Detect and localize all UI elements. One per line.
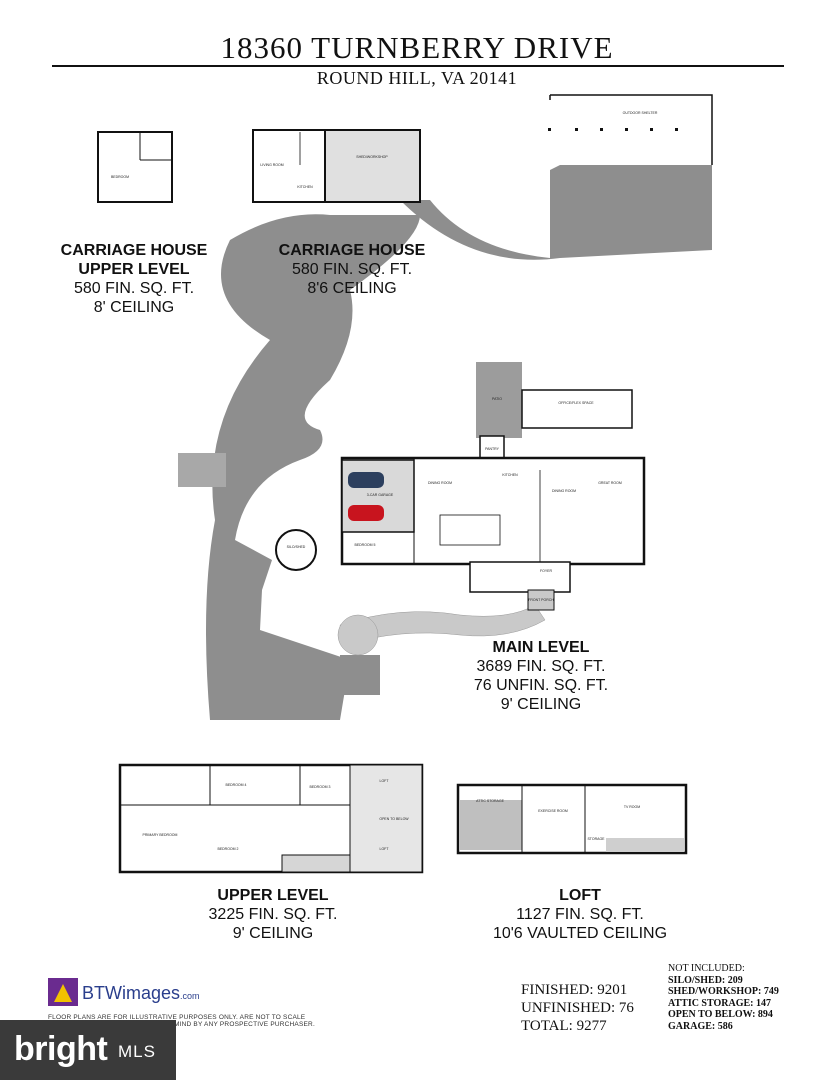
room-label: 3-CAR GARAGE <box>367 493 394 497</box>
room-label: DINING ROOM <box>428 481 452 485</box>
bright-mls-watermark: bright MLS <box>0 1020 176 1080</box>
room-label: BEDROOM 4 <box>225 783 246 787</box>
btw-logo[interactable]: BTWimages.com <box>82 983 200 1003</box>
room-label: OPEN TO BELOW <box>379 817 409 821</box>
room-label: FRONT PORCH <box>528 598 554 602</box>
pad-rectangle <box>178 453 226 487</box>
room-label: LIVING ROOM <box>260 163 283 167</box>
room-label: BEDROOM 2 <box>217 847 238 851</box>
disclaimer: FLOOR PLANS ARE FOR ILLUSTRATIVE PURPOSE… <box>48 1014 315 1028</box>
stone-walkway <box>339 604 546 646</box>
room-label: GREAT ROOM <box>598 481 622 485</box>
room-label: KITCHEN <box>502 473 518 477</box>
upper-level-label: UPPER LEVEL 3225 FIN. SQ. FT. 9' CEILING <box>208 887 338 942</box>
attic-storage-area <box>460 800 522 850</box>
room-label: DINING ROOM <box>552 489 576 493</box>
carriage-main-label: CARRIAGE HOUSE 580 FIN. SQ. FT. 8'6 CEIL… <box>278 242 426 297</box>
patio-plan <box>476 362 522 438</box>
room-label: FOYER <box>540 569 553 573</box>
carriage-upper-plan <box>97 131 173 203</box>
room-label: TV ROOM <box>624 805 640 809</box>
shed-workshop-plan <box>324 129 421 203</box>
car-blue <box>348 472 384 488</box>
room-label: PATIO <box>492 397 502 401</box>
room-label: PANTRY <box>485 447 500 451</box>
main-level-label: MAIN LEVEL 3689 FIN. SQ. FT. 76 UNFIN. S… <box>473 639 609 713</box>
room-label: ATTIC STORAGE <box>476 799 505 803</box>
office-plan <box>521 389 633 429</box>
outdoor-shelter-plan <box>549 94 713 165</box>
silo-plan <box>275 529 317 571</box>
not-included-list: NOT INCLUDED: SILO/SHED: 209 SHED/WORKSH… <box>668 963 779 1032</box>
room-label: BEDROOM <box>111 175 129 179</box>
driveway <box>206 165 712 721</box>
carriage-upper-label: CARRIAGE HOUSE UPPER LEVEL 580 FIN. SQ. … <box>60 242 208 316</box>
room-label: BEDROOM 3 <box>309 785 330 789</box>
title-divider <box>52 65 784 67</box>
room-label: EXERCISE ROOM <box>538 809 568 813</box>
room-label: LOFT <box>380 779 390 783</box>
loft-label: LOFT 1127 FIN. SQ. FT. 10'6 VAULTED CEIL… <box>492 887 668 942</box>
room-label: KITCHEN <box>297 185 313 189</box>
area-totals: FINISHED: 9201 UNFINISHED: 76 TOTAL: 927… <box>521 982 634 1034</box>
page-title: 18360 TURNBERRY DRIVE <box>220 30 614 65</box>
room-label: OUTDOOR SHELTER <box>623 111 658 115</box>
room-label: SHED/WORKSHOP <box>356 155 388 159</box>
room-label: BEDROOM 5 <box>354 543 375 547</box>
room-label: LOFT <box>380 847 390 851</box>
room-label: STORAGE <box>587 837 605 841</box>
room-label: OFFICE/FLEX SPACE <box>558 401 594 405</box>
car-red <box>348 505 384 521</box>
room-label: PRIMARY BEDROOM <box>143 833 178 837</box>
room-label: SILO/SHED <box>287 545 306 549</box>
btw-logo-icon <box>48 978 78 1006</box>
page-subtitle: ROUND HILL, VA 20141 <box>316 68 518 88</box>
